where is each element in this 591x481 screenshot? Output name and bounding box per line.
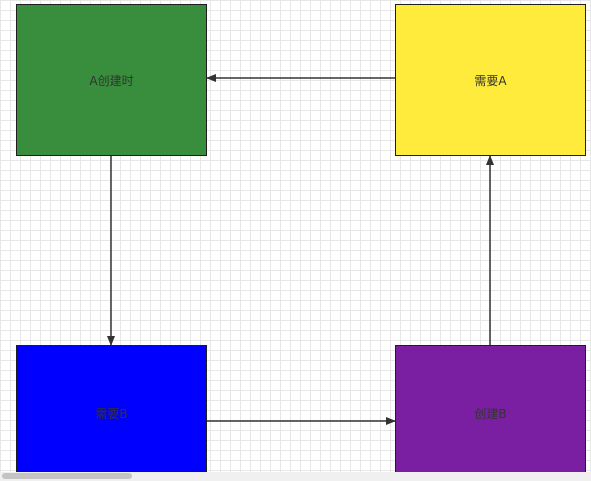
- node-label-need-b: 需要B: [95, 406, 128, 421]
- node-a-created[interactable]: A创建时: [16, 4, 207, 156]
- node-need-b[interactable]: 需要B: [16, 345, 207, 481]
- node-label-a-created: A创建时: [89, 73, 134, 88]
- horizontal-scrollbar-thumb[interactable]: [2, 473, 132, 479]
- node-label-need-a: 需要A: [474, 73, 507, 88]
- node-label-create-b: 创建B: [474, 406, 507, 421]
- node-need-a[interactable]: 需要A: [395, 4, 586, 156]
- horizontal-scrollbar[interactable]: [0, 472, 591, 481]
- node-create-b[interactable]: 创建B: [395, 345, 586, 481]
